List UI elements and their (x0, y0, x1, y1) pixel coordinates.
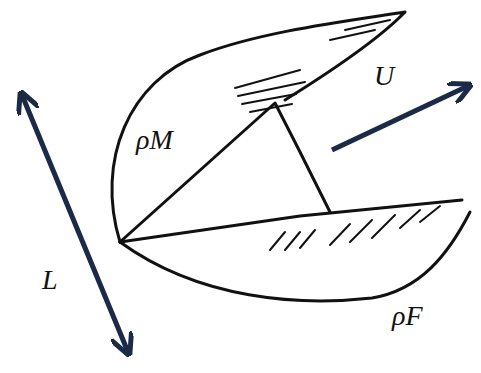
density-label: ρM (136, 126, 173, 154)
feather-hatching (235, 20, 440, 250)
velocity-label: U (374, 62, 394, 90)
wing-outline (112, 12, 470, 301)
length-label: L (42, 266, 58, 294)
velocity-arrow (332, 86, 468, 150)
density-label: ρF (392, 302, 423, 330)
length-arrow (22, 95, 128, 352)
